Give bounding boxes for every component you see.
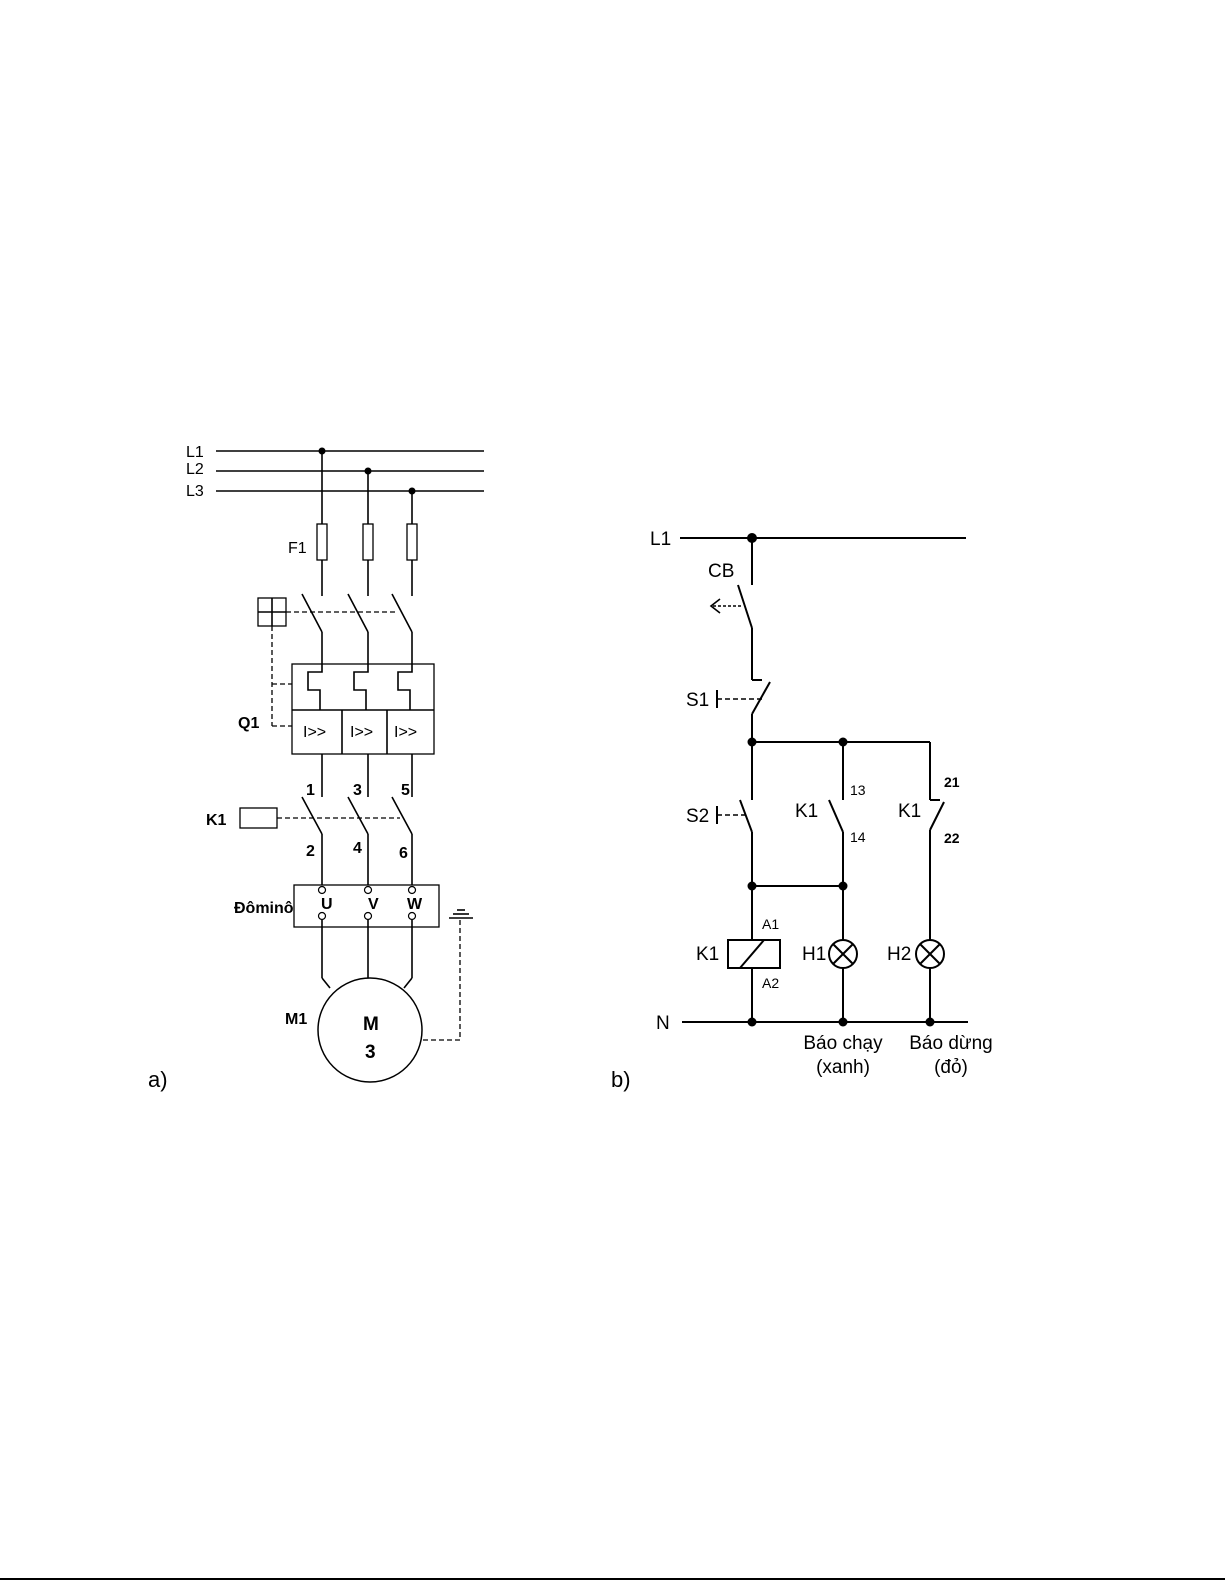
k1-no-terminal: 14 <box>850 829 866 845</box>
run-caption-color: (xanh) <box>816 1057 870 1078</box>
fuse-symbol <box>317 524 327 560</box>
k1-no-label: K1 <box>795 801 818 822</box>
magnetic-trip-label: I>> <box>394 724 417 741</box>
junction-dot <box>839 1018 848 1027</box>
fuse-symbol <box>363 524 373 560</box>
breaker-label: Q1 <box>238 715 259 732</box>
page-bottom-rule <box>0 1578 1225 1580</box>
motor-phase: 3 <box>365 1042 376 1063</box>
breaker-blade <box>302 594 322 632</box>
contactor-coil-symbol <box>728 940 780 968</box>
contactor-contact <box>348 797 368 834</box>
motor-lead <box>322 978 330 988</box>
terminal-screw <box>365 913 372 920</box>
motor-text: M <box>363 1014 379 1035</box>
junction-dot <box>926 1018 935 1027</box>
coil-label: K1 <box>696 944 719 965</box>
terminal-label-w: W <box>407 896 423 913</box>
contact-number: 2 <box>306 843 315 860</box>
nc-contact-blade <box>930 802 944 830</box>
lamp-stop-label: H2 <box>887 944 911 965</box>
terminal-label-v: V <box>368 896 379 913</box>
coil-terminal-a2: A2 <box>762 975 779 991</box>
terminal-screw <box>365 887 372 894</box>
junction-dot <box>748 1018 757 1027</box>
no-contact-blade <box>740 800 752 832</box>
breaker-blade <box>348 594 368 632</box>
line-label-l2: L2 <box>186 461 204 478</box>
magnetic-trip-label: I>> <box>303 724 326 741</box>
contactor-coil-symbol <box>240 808 277 828</box>
terminal-block-label: Đôminô <box>234 900 294 917</box>
fuse-symbol <box>407 524 417 560</box>
contact-number: 4 <box>353 840 362 857</box>
k1-nc-terminal: 22 <box>944 830 960 846</box>
start-button-label: S2 <box>686 806 709 827</box>
contactor-contact <box>392 797 412 834</box>
line-label-l1: L1 <box>650 529 671 550</box>
fuse-label: F1 <box>288 540 307 557</box>
motor-label: M1 <box>285 1011 307 1028</box>
lamp-run-label: H1 <box>802 944 826 965</box>
contact-number: 3 <box>353 782 362 799</box>
k1-nc-terminal: 21 <box>944 774 960 790</box>
k1-no-terminal: 13 <box>850 782 866 798</box>
magnetic-trip-label: I>> <box>350 724 373 741</box>
line-label-l3: L3 <box>186 483 204 500</box>
no-contact-blade <box>829 800 843 832</box>
run-caption: Báo chạy <box>803 1033 883 1054</box>
caption-a: a) <box>148 1067 168 1092</box>
stop-button-label: S1 <box>686 690 709 711</box>
stop-caption: Báo dừng <box>909 1033 993 1054</box>
breaker-label: CB <box>708 561 734 582</box>
contactor-contact <box>302 797 322 834</box>
terminal-screw <box>319 913 326 920</box>
neutral-label: N <box>656 1013 670 1034</box>
terminal-screw <box>319 887 326 894</box>
nc-contact-blade <box>752 682 770 714</box>
stop-caption-color: (đỏ) <box>934 1057 968 1078</box>
caption-b: b) <box>611 1067 631 1092</box>
coil-terminal-a1: A1 <box>762 916 779 932</box>
contact-number: 1 <box>306 782 315 799</box>
terminal-label-u: U <box>321 896 333 913</box>
contact-number: 5 <box>401 782 410 799</box>
contact-number: 6 <box>399 845 408 862</box>
motor-lead <box>404 978 412 988</box>
k1-nc-label: K1 <box>898 801 921 822</box>
control-circuit-diagram: L1 CB S1 S2 K1 13 14 <box>611 529 993 1092</box>
terminal-screw <box>409 913 416 920</box>
terminal-screw <box>409 887 416 894</box>
power-circuit-diagram: L1 L2 L3 F1 Q1 <box>148 444 484 1092</box>
breaker-blade <box>392 594 412 632</box>
contactor-label: K1 <box>206 812 227 829</box>
line-label-l1: L1 <box>186 444 204 461</box>
